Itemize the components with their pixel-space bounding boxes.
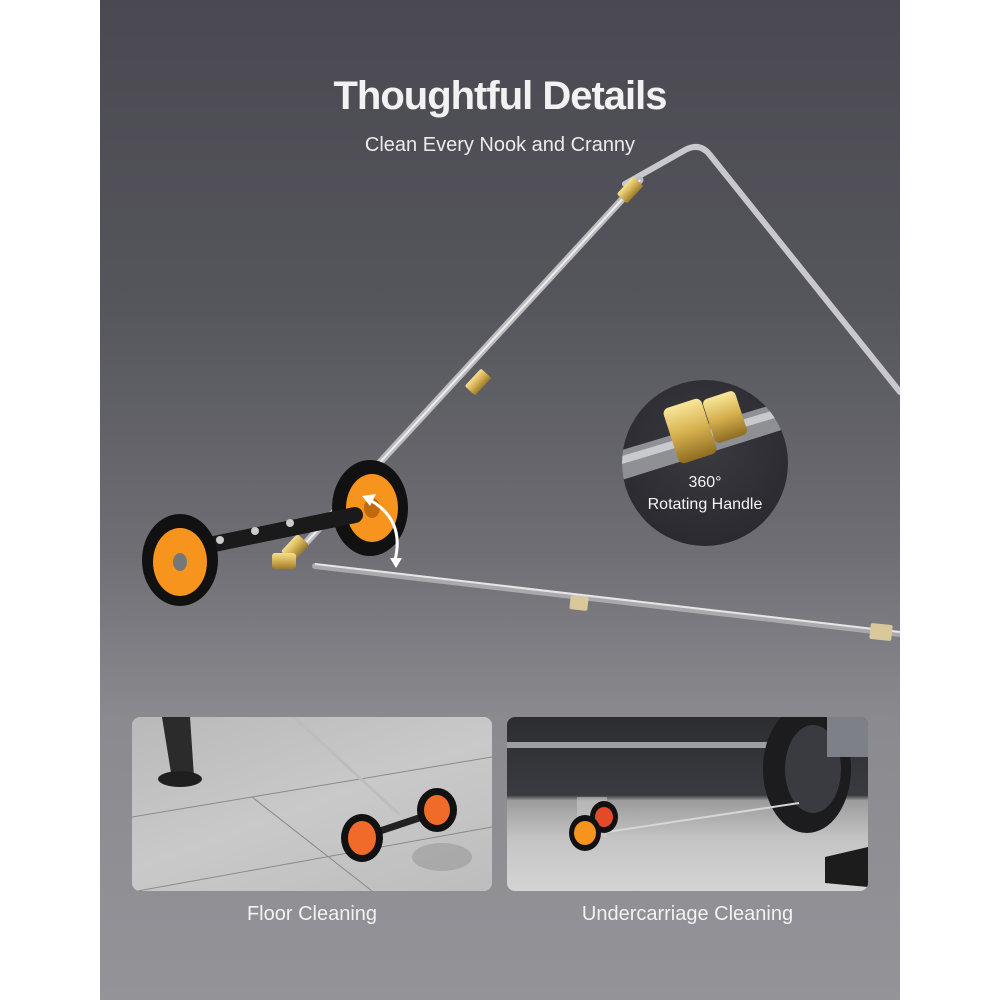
page-title: Thoughtful Details <box>333 74 667 118</box>
coupler-closeup-icon <box>622 391 788 480</box>
product-panel: Thoughtful Details Clean Every Nook and … <box>100 0 900 1000</box>
floor-cleaning-photo <box>132 717 492 891</box>
page-subtitle: Clean Every Nook and Cranny <box>364 134 636 156</box>
rotation-arrow-icon <box>369 498 399 561</box>
coupler <box>465 369 491 395</box>
washer-wand-illustration <box>142 143 900 641</box>
rotating-handle-callout: 360° Rotating Handle <box>622 380 788 546</box>
callout-line-1: 360° <box>688 474 722 491</box>
coupler <box>617 177 643 203</box>
undercarriage-cleaning-photo <box>507 717 868 891</box>
car-scene-illustration <box>507 717 868 887</box>
callout-line-2: Rotating Handle <box>647 496 763 513</box>
floor-cleaning-caption: Floor Cleaning <box>246 903 378 925</box>
floor-scene-illustration <box>132 717 492 891</box>
undercarriage-cleaning-caption: Undercarriage Cleaning <box>581 903 794 925</box>
